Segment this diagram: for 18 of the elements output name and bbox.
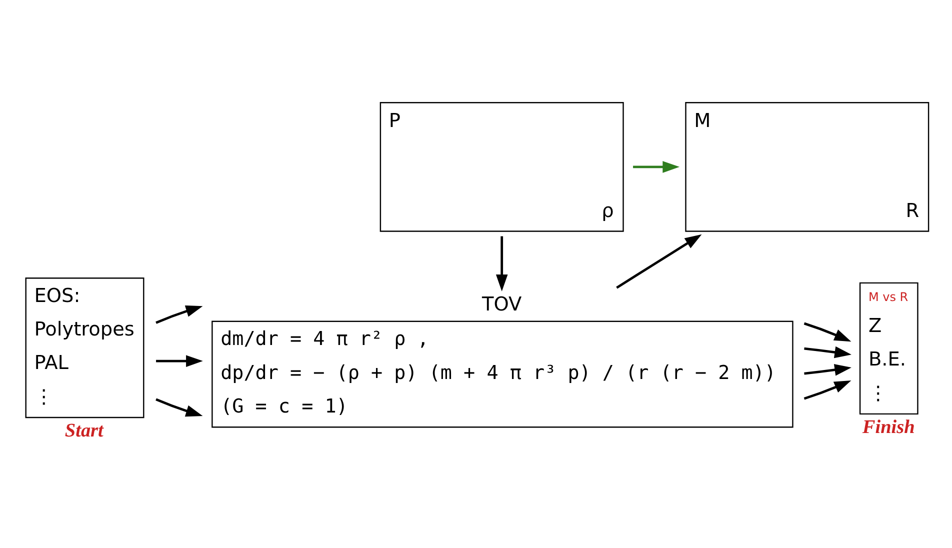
- node-box: dm/dr = 4 π r² ρ , dp/dr = − (ρ + p) (m + 4 π r³ p) / (r (r − 2 m)) (G = c = 1): [212, 320, 794, 428]
- arrow: [156, 354, 203, 366]
- node-box: EOS: Polytropes PAL ⋮: [25, 277, 144, 418]
- node-box: P ρ: [380, 102, 624, 232]
- node-label: Start: [64, 420, 104, 442]
- arrow: [804, 380, 852, 400]
- arrow: [804, 322, 852, 342]
- arrow: [156, 304, 203, 324]
- node-box: M vs R Z B.E. ⋮: [859, 282, 918, 414]
- node-label: TOV: [482, 292, 522, 315]
- node-label: Finish: [862, 416, 915, 438]
- node-box: M R: [685, 102, 930, 232]
- arrow: [804, 364, 852, 376]
- arrow: [804, 346, 852, 358]
- arrow: [633, 160, 680, 172]
- arrow: [156, 398, 203, 416]
- arrow: [616, 234, 702, 288]
- arrow: [496, 236, 508, 291]
